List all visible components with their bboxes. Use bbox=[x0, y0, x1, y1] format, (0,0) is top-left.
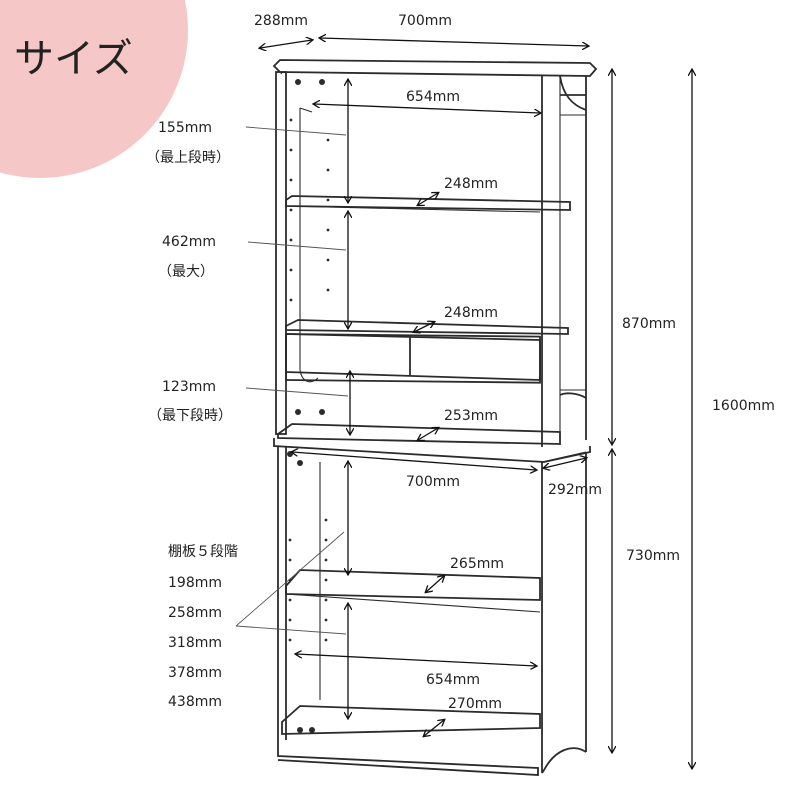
lower-height-label: 730mm bbox=[626, 548, 680, 564]
bottom-gap-note: （最下段時） bbox=[148, 408, 232, 424]
bottom-gap-value: 123mm bbox=[162, 379, 216, 395]
lower-shelf-value: 318mm bbox=[168, 635, 222, 651]
size-badge-label: サイズ bbox=[14, 36, 133, 82]
shelf-depth-3-label: 253mm bbox=[444, 408, 498, 424]
inner-width-lower-label: 654mm bbox=[426, 672, 480, 688]
lower-shelf-value: 198mm bbox=[168, 575, 222, 591]
inner-width-upper-label: 654mm bbox=[406, 89, 460, 105]
upper-hutch bbox=[272, 59, 598, 447]
size-badge bbox=[0, 0, 188, 178]
lower-shelf-value: 378mm bbox=[168, 665, 222, 681]
lower-shelf-value: 438mm bbox=[168, 694, 222, 710]
top-depth-label: 288mm bbox=[254, 13, 308, 29]
bottom-inner-depth-label: 270mm bbox=[448, 696, 502, 712]
shelf-depth-2-label: 248mm bbox=[444, 305, 498, 321]
dimension-labels: 288mm 700mm 654mm 248mm 248mm 253mm 700m… bbox=[146, 13, 775, 712]
shelf-depth-1-label: 248mm bbox=[444, 176, 498, 192]
upper-height-label: 870mm bbox=[622, 316, 676, 332]
middle-gap-value: 462mm bbox=[162, 234, 216, 250]
total-height-label: 1600mm bbox=[712, 398, 775, 414]
lower-shelf-value: 258mm bbox=[168, 605, 222, 621]
lower-cabinet bbox=[273, 438, 591, 776]
bottom-width-label: 700mm bbox=[406, 474, 460, 490]
top-width-label: 700mm bbox=[398, 13, 452, 29]
lower-shelf-title: 棚板５段階 bbox=[168, 544, 238, 560]
top-gap-note: （最上段時） bbox=[146, 150, 230, 166]
bottom-depth-label: 292mm bbox=[548, 482, 602, 498]
top-gap-value: 155mm bbox=[158, 120, 212, 136]
lower-shelf-depth-label: 265mm bbox=[450, 556, 504, 572]
dimension-arrows bbox=[235, 38, 692, 768]
middle-gap-note: （最大） bbox=[158, 264, 214, 280]
